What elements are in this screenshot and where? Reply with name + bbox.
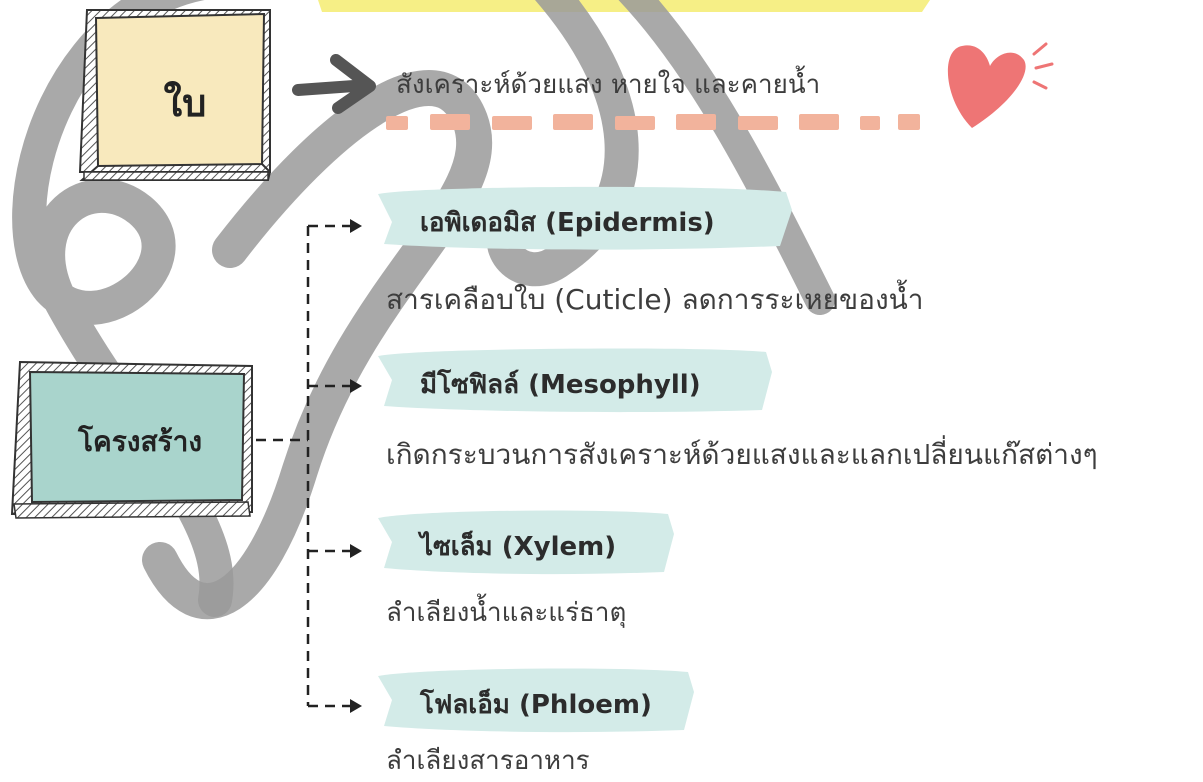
- connector-arrowheads: [350, 219, 362, 713]
- leaf-box: [78, 9, 271, 181]
- part-description-mesophyll: เกิดกระบวนการสังเคราะห์ด้วยแสงและแลกเปลี…: [386, 438, 1098, 471]
- part-description-epidermis: สารเคลือบใบ (Cuticle) ลดการระเหยของน้ำ: [386, 283, 924, 316]
- part-heading-phloem: โฟลเอ็ม (Phloem): [420, 690, 652, 720]
- part-heading-epidermis: เอพิเดอมิส (Epidermis): [420, 208, 715, 238]
- heart-icon: [947, 42, 1054, 129]
- part-heading-mesophyll: มีโซฟิลล์ (Mesophyll): [420, 370, 701, 400]
- part-heading-xylem: ไซเล็ม (Xylem): [420, 532, 617, 562]
- leaf-function-text: สังเคราะห์ด้วยแสง หายใจ และคายน้ำ: [396, 70, 821, 100]
- structure-box-label: โครงสร้าง: [77, 425, 202, 458]
- leaf-box-label: ใบ: [163, 81, 207, 125]
- top-highlight: [318, 0, 930, 12]
- brush-strokes: [378, 186, 792, 733]
- connector-lines: [256, 224, 350, 708]
- right-arrow-icon: [292, 54, 376, 114]
- structure-box: [10, 360, 253, 519]
- salmon-dash-line: [386, 114, 920, 130]
- part-description-xylem: ลำเลียงน้ำและแร่ธาตุ: [386, 598, 627, 628]
- part-description-phloem: ลำเลียงสารอาหาร: [386, 746, 590, 776]
